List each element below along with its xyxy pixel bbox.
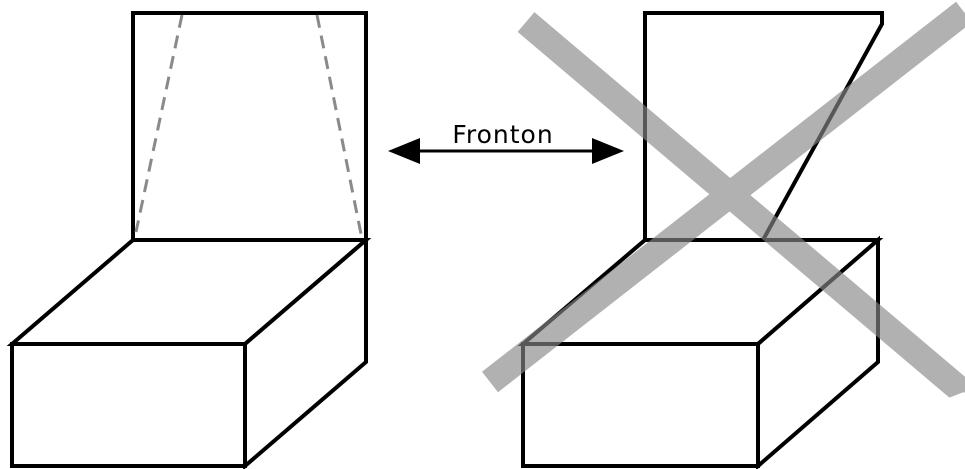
fronton-label-group: Fronton (388, 120, 624, 164)
incorrect-fronton-wall (643, 11, 884, 242)
arrow-left-head-icon (388, 138, 420, 164)
correct-block-front (10, 342, 247, 468)
cross-stroke-b (482, 1, 965, 393)
cross-stroke-a (517, 12, 965, 403)
arrow-right-head-icon (592, 138, 624, 164)
cross-out-x-icon (482, 1, 965, 403)
correct-right-guide (315, 14, 363, 235)
correct-figure (6, 11, 372, 469)
cross-corner-highlight (930, 392, 964, 410)
correct-left-guide (134, 14, 184, 233)
incorrect-block-front (521, 342, 760, 468)
correct-fronton-wall (131, 11, 368, 242)
fronton-label: Fronton (452, 120, 553, 149)
